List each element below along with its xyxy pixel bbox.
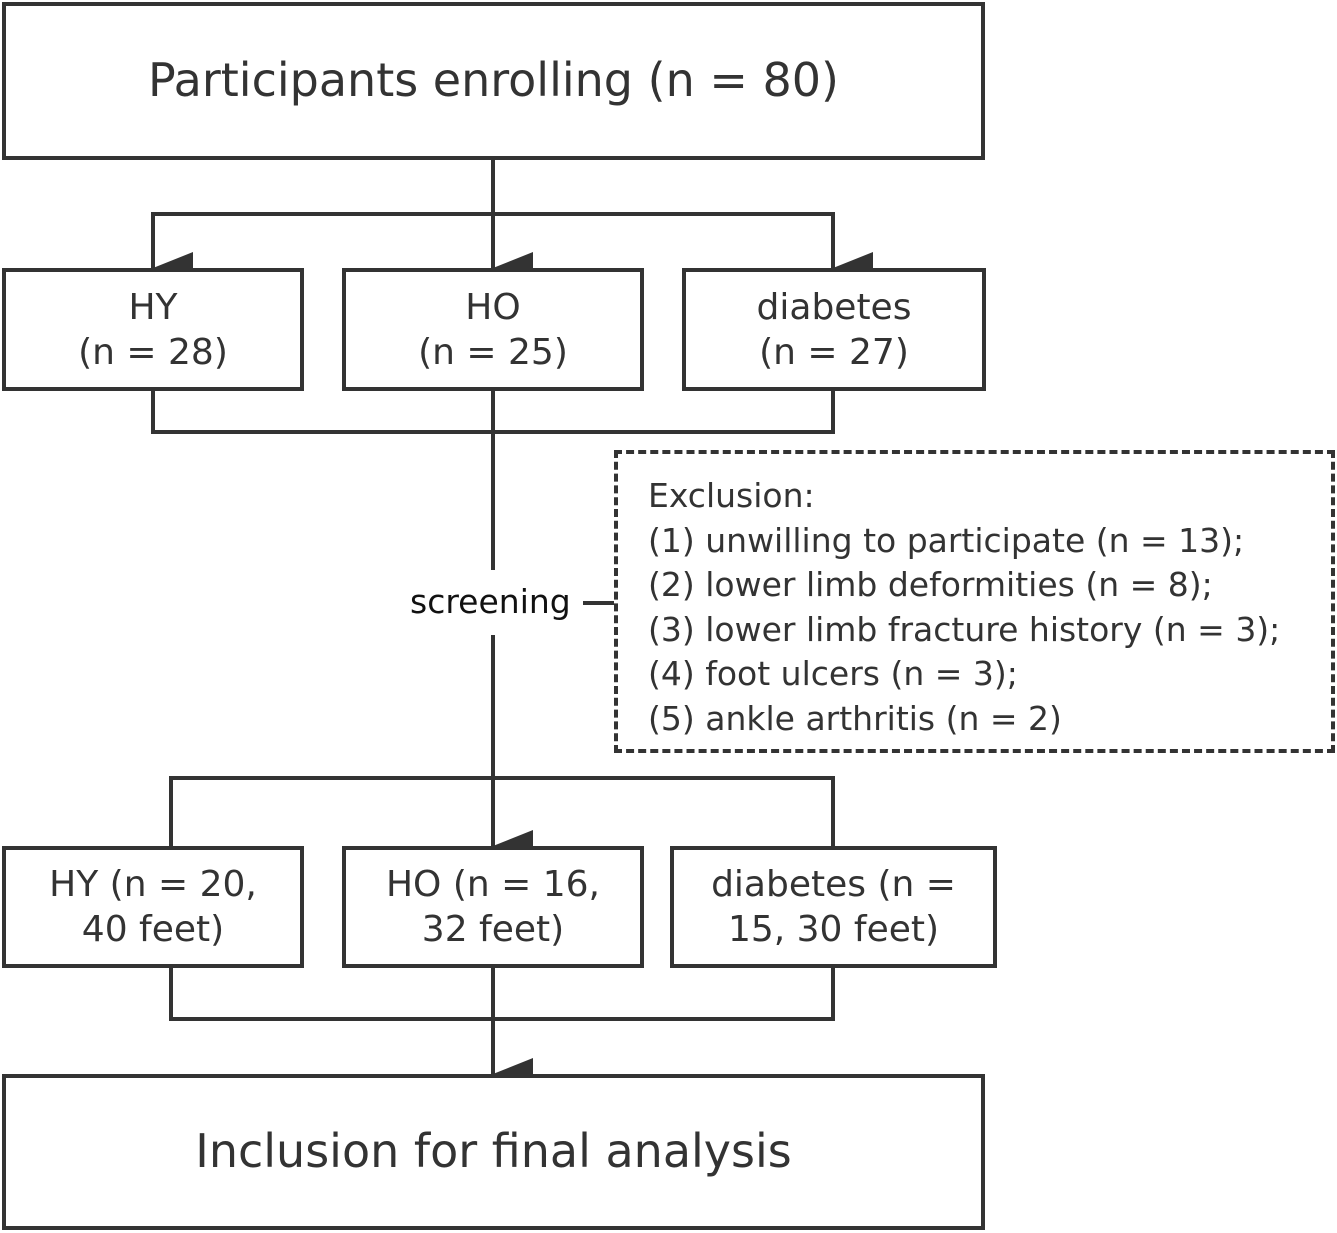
exclusion-item: (3) lower limb fracture history (n = 3); [648, 609, 1281, 649]
inclusion-box: Inclusion for final analysis [2, 1074, 985, 1230]
group-count: (n = 25) [418, 331, 568, 373]
final-group-line2: 15, 30 feet) [727, 909, 940, 950]
exclusion-item: (5) ankle arthritis (n = 2) [648, 698, 1062, 738]
final-group-line1: diabetes (n = [711, 864, 956, 905]
final-group-line1: HY (n = 20, [49, 864, 257, 905]
group-name: HY [128, 286, 178, 328]
exclusion-heading: Exclusion: [648, 476, 815, 515]
exclusion-item: (4) foot ulcers (n = 3); [648, 654, 1018, 693]
group-box-diabetes: diabetes (n = 27) [682, 268, 986, 391]
final-group-box-hy: HY (n = 20, 40 feet) [2, 846, 304, 968]
final-group-line2: 32 feet) [421, 909, 565, 950]
group-name: HO [465, 286, 521, 328]
exclusion-item: (1) unwilling to participate (n = 13); [648, 520, 1245, 560]
final-group-box-diabetes: diabetes (n = 15, 30 feet) [670, 846, 997, 968]
group-box-hy: HY (n = 28) [2, 268, 304, 391]
group-count: (n = 27) [759, 331, 909, 373]
screening-label: screening [410, 582, 571, 621]
exclusion-item: (2) lower limb deformities (n = 8); [648, 565, 1213, 604]
group-name: diabetes [756, 286, 912, 328]
group-box-ho: HO (n = 25) [342, 268, 644, 391]
exclusion-box: Exclusion: (1) unwilling to participate … [614, 450, 1335, 753]
final-group-box-ho: HO (n = 16, 32 feet) [342, 846, 644, 968]
final-group-line1: HO (n = 16, [385, 864, 600, 905]
inclusion-text: Inclusion for final analysis [195, 1124, 792, 1179]
final-group-line2: 40 feet) [81, 909, 225, 950]
group-count: (n = 28) [78, 331, 228, 373]
enrollment-text: Participants enrolling (n = 80) [147, 53, 839, 108]
enrollment-box: Participants enrolling (n = 80) [2, 2, 985, 160]
